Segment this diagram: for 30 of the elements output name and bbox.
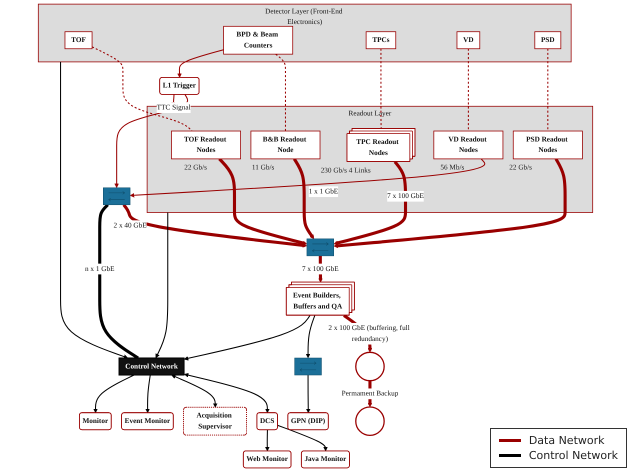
arrow: [145, 374, 151, 414]
connector: [275, 54, 286, 132]
connector: [92, 46, 192, 132]
arrow: [334, 158, 567, 248]
node-circle: [355, 406, 385, 436]
legend-label: Control Network: [528, 449, 618, 462]
arrow: [218, 158, 308, 246]
arrow: [184, 315, 310, 361]
arrow: [184, 372, 270, 414]
connector: [98, 204, 139, 360]
legend-label: Data Network: [528, 434, 605, 447]
arrow: [122, 204, 308, 248]
arrow: [60, 62, 128, 359]
arrow: [177, 49, 224, 78]
arrow: [292, 158, 314, 240]
arrow: [306, 375, 311, 414]
connector: [468, 48, 469, 132]
arrow: [334, 160, 408, 246]
arrow: [278, 424, 328, 452]
connector: [547, 48, 548, 132]
node-picture: [294, 358, 322, 376]
node-picture: [306, 238, 334, 256]
arrow: [156, 212, 168, 358]
node-picture: [103, 188, 130, 206]
arrow: [130, 158, 485, 198]
arrow: [306, 315, 316, 358]
node-circle: [355, 352, 385, 382]
arrow: [93, 374, 134, 414]
arrow: [265, 430, 270, 452]
arrow: [171, 374, 218, 408]
